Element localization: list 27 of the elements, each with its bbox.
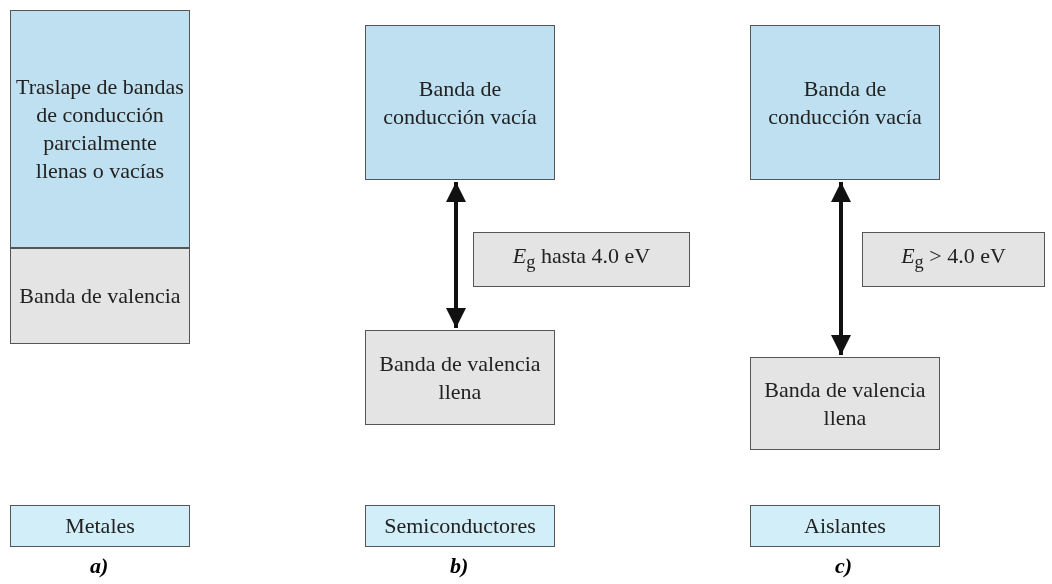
- double-arrow: [446, 182, 466, 328]
- category-box: [10, 505, 190, 547]
- band-label: Banda de valencia llena: [378, 349, 542, 406]
- band-box: [750, 25, 940, 180]
- band-label: E$_{g}$ > 4.0 eV: [901, 242, 1006, 275]
- band-label: Banda de valencia llena: [763, 375, 927, 432]
- band-label: Metales: [65, 512, 135, 540]
- band-label: Aislantes: [804, 512, 886, 540]
- category-box: [365, 505, 555, 547]
- band-box: [750, 357, 940, 450]
- double-arrow: [831, 182, 851, 355]
- band-label: E$_{g}$ hasta 4.0 eV: [512, 242, 651, 275]
- energy-gap-box: [473, 232, 690, 287]
- band-label: Semiconductores: [384, 512, 536, 540]
- band-label: Banda de conducción vacía: [382, 74, 538, 131]
- band-label: Banda de conducción vacía: [767, 74, 923, 131]
- band-box: [10, 248, 190, 344]
- band-box: [365, 25, 555, 180]
- band-label: Traslape de bandas de conducción parcialmente llenas o vacías: [15, 73, 185, 185]
- category-box: [750, 505, 940, 547]
- panel-label: c): [835, 553, 853, 579]
- band-label: Banda de valencia: [19, 282, 181, 310]
- band-box: [365, 330, 555, 425]
- panel-label: a): [90, 553, 109, 579]
- panel-label: b): [450, 553, 469, 579]
- band-box: [10, 10, 190, 248]
- energy-gap-box: [862, 232, 1045, 287]
